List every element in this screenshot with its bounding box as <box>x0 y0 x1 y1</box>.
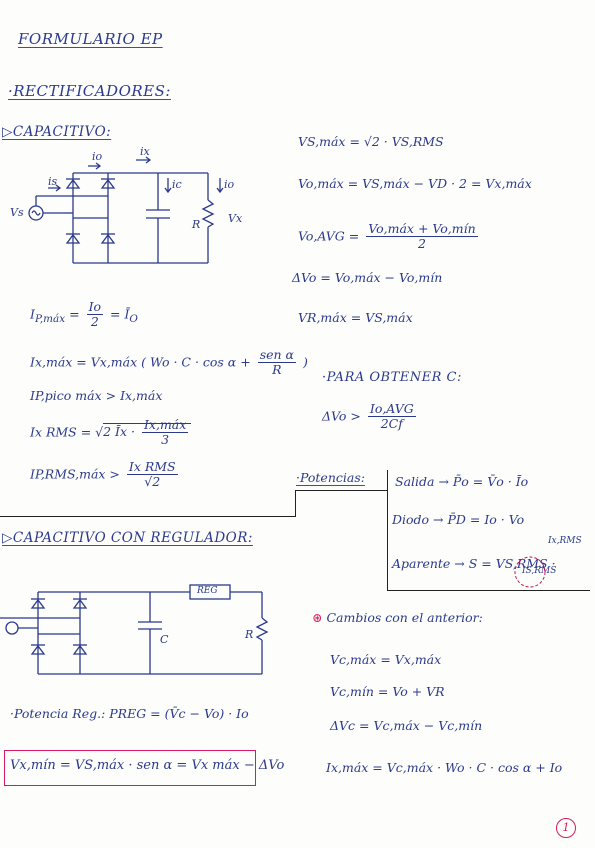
circuit1-ic: ic <box>172 178 182 191</box>
regulador-heading: ▷CAPACITIVO CON REGULADOR: <box>2 530 253 546</box>
cambio-delta-vc: ΔVc = Vc,máx − Vc,mín <box>330 718 483 733</box>
circuit1-ix: ix <box>140 145 150 158</box>
section-rectificadores: ·RECTIFICADORES: <box>8 82 171 100</box>
boxed-formula-frame <box>4 750 256 786</box>
obtener-c-heading: ·PARA OBTENER C: <box>322 370 462 385</box>
circuit1-io: io <box>92 150 103 163</box>
cambio-vc-max: Vc,máx = Vx,máx <box>330 652 442 667</box>
potencias-heading: ·Potencias: <box>296 470 365 485</box>
rectifier-circuit-capacitivo <box>28 156 224 264</box>
formula-potencia-reg: ·Potencia Reg.: PREG = (V̄c − Vo) · Io <box>10 706 249 721</box>
reg-circuit-R: R <box>245 628 254 641</box>
annotation-ix-rms: Ix,RMS <box>548 536 582 546</box>
divider-vertical-2 <box>387 470 389 590</box>
circuit1-R: R <box>192 218 201 231</box>
divider-mid <box>295 490 387 492</box>
annotation-is-rms: IS,RMS <box>522 566 557 576</box>
cambio-vc-min: Vc,mín = Vo + VR <box>330 684 445 699</box>
cambios-bullet-icon: ⊛ <box>312 610 323 625</box>
potencia-diodo: Diodo → P̄D = Io · Vo <box>392 512 525 527</box>
divider-vertical <box>295 490 297 517</box>
annotation-circle <box>514 556 546 588</box>
page-title: FORMULARIO EP <box>18 30 163 48</box>
formula-vo-max: Vo,máx = VS,máx − VD · 2 = Vx,máx <box>298 176 532 191</box>
formula-ip-rms: IP,RMS,máx > Ix RMS√2 <box>30 459 178 490</box>
rectifier-circuit-regulador <box>0 584 269 675</box>
boxed-formula-vx-min: Vx,mín = VS,máx · sen α = Vx máx − ΔVo <box>10 758 285 773</box>
capacitivo-heading: ▷CAPACITIVO: <box>2 124 112 140</box>
divider-right <box>387 590 590 592</box>
formula-vs-max: VS,máx = √2 · VS,RMS <box>298 134 444 149</box>
page-number: 1 <box>556 818 576 838</box>
potencia-salida: Salida → P̄o = V̄o · Īo <box>395 474 529 489</box>
formula-ix-max: Ix,máx = Vx,máx ( Wo · C · cos α + sen α… <box>30 347 308 378</box>
circuit1-io2: io <box>224 178 235 191</box>
circuit1-vs: Vs <box>10 206 24 219</box>
reg-label: REG <box>197 586 218 596</box>
cambio-ix-max: Ix,máx = Vc,máx · Wo · C · cos α + Io <box>326 760 563 775</box>
cambios-heading: ⊛ Cambios con el anterior: <box>312 610 483 625</box>
circuit1-is: is <box>48 175 58 188</box>
divider-left <box>0 516 296 518</box>
reg-circuit-C: C <box>160 633 169 646</box>
formula-vr-max: VR,máx = VS,máx <box>298 310 413 325</box>
formula-delta-vo: ΔVo = Vo,máx − Vo,mín <box>292 270 443 285</box>
circuit1-vx: Vx <box>228 212 243 225</box>
formula-ip-pico: IP,pico máx > Ix,máx <box>30 388 163 403</box>
potencia-aparente: Aparente → S = VS,RMS · <box>392 556 556 571</box>
